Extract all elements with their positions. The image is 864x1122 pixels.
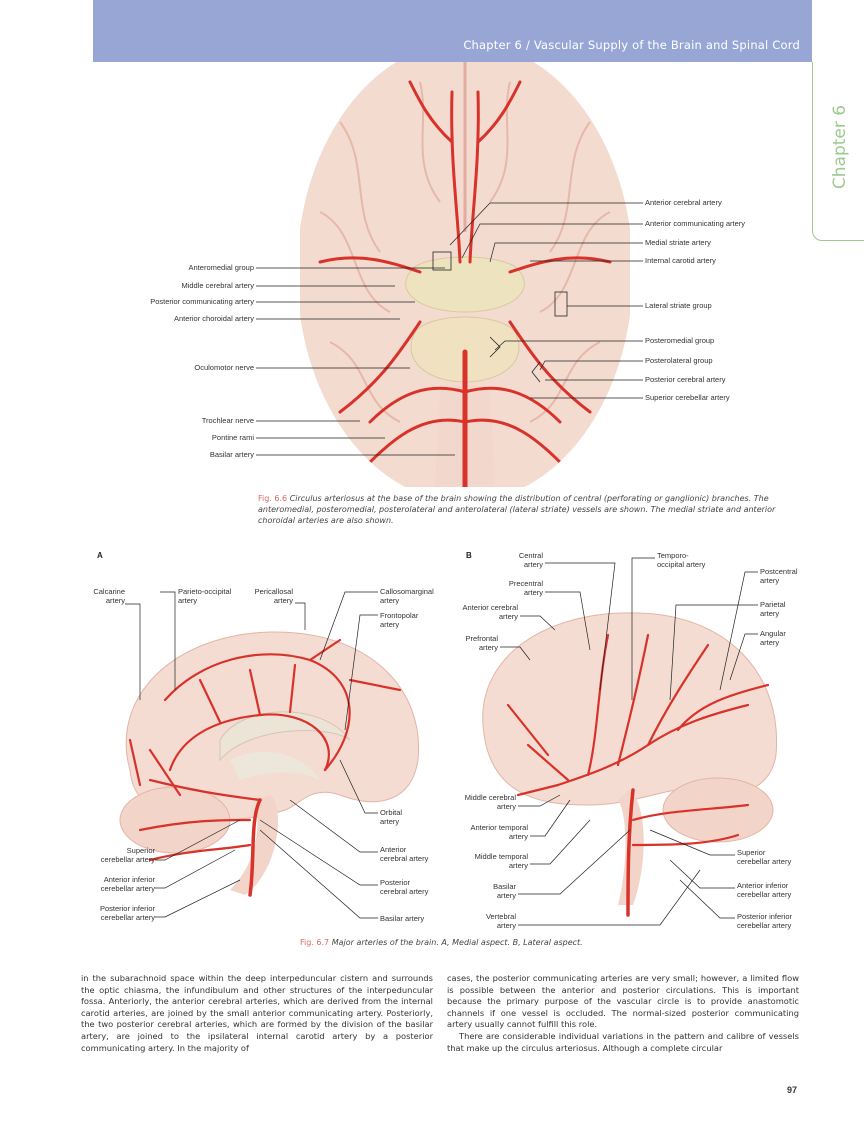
label-anterior-communicating-artery: Anterior communicating artery <box>645 219 746 228</box>
label-b-middle-cerebral-artery: Middle cerebral artery <box>464 793 516 811</box>
label-calcarine-artery: Calcarine artery <box>93 587 125 605</box>
fig-6-7-caption: Fig. 6.7 Major arteries of the brain. A,… <box>300 937 720 948</box>
label-pericallosal-artery: Pericallosal artery <box>254 587 293 605</box>
label-callosomarginal-artery: Callosomarginal artery <box>380 587 434 605</box>
label-posterior-cerebral-artery: Posterior cerebral artery <box>645 375 726 384</box>
label-b-posterior-inferior-cerebellar-artery: Posterior inferior cerebellar artery <box>737 912 793 930</box>
label-posterior-communicating-artery: Posterior communicating artery <box>150 297 254 306</box>
label-precentral-artery: Precentral artery <box>508 579 543 597</box>
label-central-artery: Central artery <box>518 551 543 569</box>
body-paragraph-right-1: cases, the posterior communicating arter… <box>447 973 799 1030</box>
label-superior-cerebellar-artery: Superior cerebellar artery <box>645 393 730 402</box>
fig-6-6-caption-text: Circulus arteriosus at the base of the b… <box>258 494 776 525</box>
label-lateral-striate-group: Lateral striate group <box>645 301 712 310</box>
label-oculomotor-nerve: Oculomotor nerve <box>194 363 254 372</box>
page-number: 97 <box>787 1085 798 1095</box>
label-pontine-rami: Pontine rami <box>211 433 254 442</box>
label-vertebral-artery: Vertebral artery <box>485 912 516 930</box>
panel-a-letter: A <box>97 551 103 560</box>
chapter-header: Chapter 6 / Vascular Supply of the Brain… <box>93 0 812 62</box>
fig-6-7-caption-text: Major arteries of the brain. A, Medial a… <box>331 938 583 947</box>
panel-b-letter: B <box>466 551 472 560</box>
label-anterior-choroidal-artery: Anterior choroidal artery <box>173 314 254 323</box>
label-a-superior-cerebellar-artery: Superior cerebellar artery <box>100 846 155 864</box>
label-b-superior-cerebellar-artery: Superior cerebellar artery <box>737 848 792 866</box>
fig-6-6-caption: Fig. 6.6 Circulus arteriosus at the base… <box>258 493 778 526</box>
label-angular-artery: Angular artery <box>760 629 786 647</box>
label-a-anterior-cerebral-artery: Anterior cerebral artery <box>380 845 429 863</box>
label-a-basilar-artery: Basilar artery <box>380 914 425 923</box>
label-a-posterior-cerebral-artery: Posterior cerebral artery <box>380 878 429 896</box>
label-b-basilar-artery: Basilar artery <box>493 882 516 900</box>
label-postcentral-artery: Postcentral artery <box>760 567 798 585</box>
fig-6-7b-lateral-brain <box>468 605 788 925</box>
label-posterolateral-group: Posterolateral group <box>645 356 713 365</box>
chapter-tab: Chapter 6 <box>812 62 864 241</box>
label-middle-cerebral-artery: Middle cerebral artery <box>181 281 254 290</box>
label-frontopolar-artery: Frontopolar artery <box>380 611 419 629</box>
label-basilar-artery: Basilar artery <box>209 450 254 459</box>
label-anterior-cerebral-artery: Anterior cerebral artery <box>645 198 722 207</box>
body-paragraph-left: in the subarachnoid space within the dee… <box>81 973 433 1053</box>
label-trochlear-nerve: Trochlear nerve <box>201 416 254 425</box>
label-anterior-temporal-artery: Anterior temporal artery <box>470 823 528 841</box>
fig-6-6-illustration <box>300 62 630 487</box>
label-middle-temporal-artery: Middle temporal artery <box>474 852 528 870</box>
label-a-posterior-inferior-cerebellar-artery: Posterior inferior cerebellar artery <box>99 904 155 922</box>
label-a-anterior-inferior-cerebellar-artery: Anterior inferior cerebellar artery <box>100 875 155 893</box>
label-temporo-occipital-artery: Temporo- occipital artery <box>657 551 706 569</box>
label-orbital-artery: Orbital artery <box>380 808 403 826</box>
label-internal-carotid-artery: Internal carotid artery <box>645 256 716 265</box>
body-paragraph-right-2: There are considerable individual variat… <box>447 1030 799 1053</box>
label-medial-striate-artery: Medial striate artery <box>645 238 711 247</box>
header-title: Chapter 6 / Vascular Supply of the Brain… <box>463 38 800 52</box>
label-b-anterior-inferior-cerebellar-artery: Anterior inferior cerebellar artery <box>737 881 792 899</box>
body-text-right-column: cases, the posterior communicating arter… <box>447 973 799 1054</box>
fig-6-7-number: Fig. 6.7 <box>300 938 330 947</box>
fig-6-7a-medial-brain <box>110 620 430 920</box>
label-prefrontal-artery: Prefrontal artery <box>465 634 498 652</box>
body-text-left-column: in the subarachnoid space within the dee… <box>81 973 433 1054</box>
label-b-anterior-cerebral-artery: Anterior cerebral artery <box>462 603 518 621</box>
label-parieto-occipital-artery: Parieto-occipital artery <box>178 587 232 605</box>
label-parietal-artery: Parietal artery <box>760 600 786 618</box>
fig-6-6-number: Fig. 6.6 <box>258 494 288 503</box>
label-anteromedial-group: Anteromedial group <box>188 263 254 272</box>
label-posteromedial-group: Posteromedial group <box>645 336 715 345</box>
